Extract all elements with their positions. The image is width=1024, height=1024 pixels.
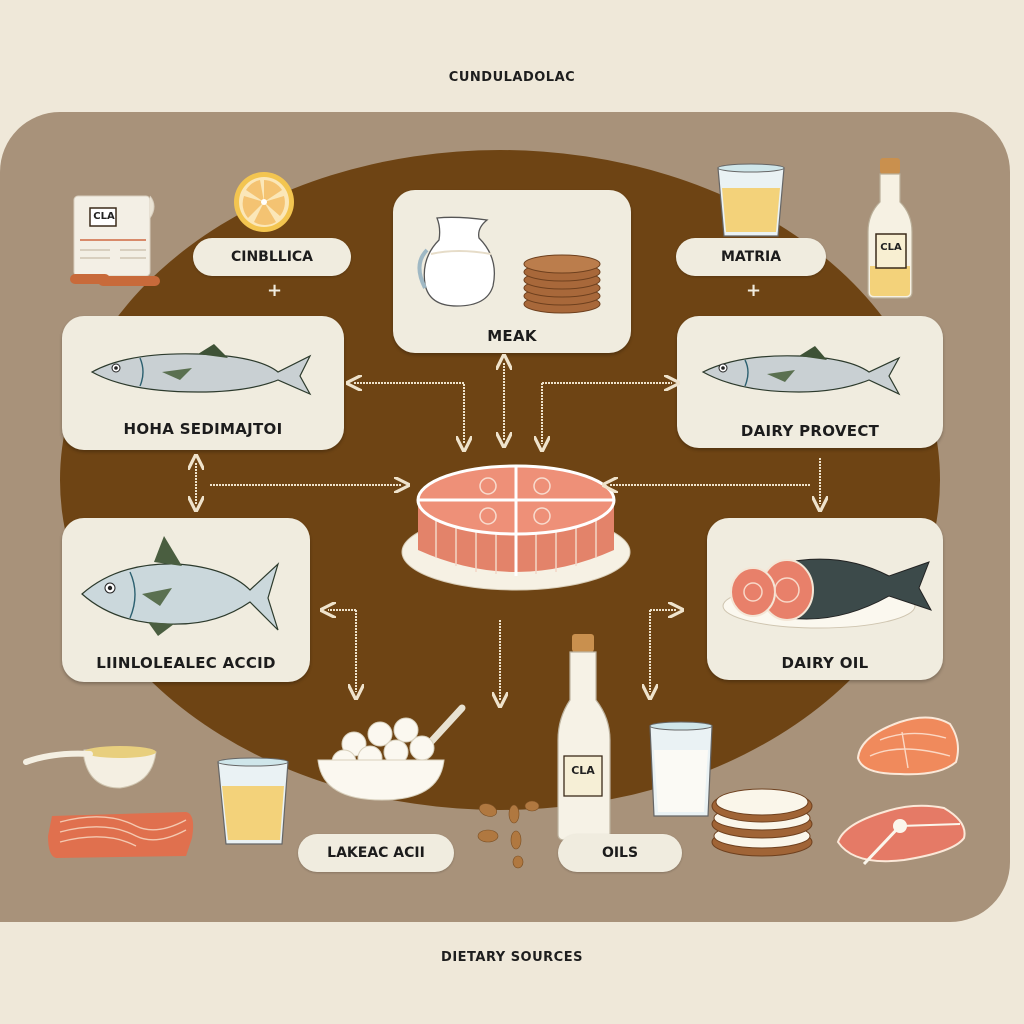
pill-oils: OILS [558,834,682,872]
diagram-title: CUNDULADOLAC [448,70,576,85]
card-meak: MEAK [393,190,631,353]
card-label: MEAK [487,327,537,345]
milk-glass-icon [649,721,713,817]
plus-sign-right: + [746,280,762,301]
pill-matria: MATRIA [676,238,826,276]
salmon-steak-icon [836,804,966,866]
card-label: HOHA SEDIMAJTOI [123,420,283,438]
cla-bottle-icon [557,634,611,841]
card-label: LIINLOLEALEC ACCID [96,654,276,672]
juice-glass-icon [217,757,289,845]
card-label: DAIRY PROVECT [740,422,880,440]
oil-bottle-icon [867,158,913,299]
document-cla-label: CLA [93,211,115,222]
pill-cinbllica: CINBLLICA [193,238,351,276]
plus-sign-left: + [267,280,283,301]
card-liinloleallec-accid: LIINLOLEALEC ACCID [62,518,310,682]
milk-jug-icon [417,216,496,307]
juice-glass-icon [717,163,785,237]
bottle-cla-label: CLA [880,242,902,253]
diagram-footer: DIETARY SOURCES [441,950,583,965]
fish-icon [81,536,280,636]
pill-lakeac-acii: LAKEAC ACII [298,834,454,872]
nuts-icon [477,800,540,869]
fish-icon [701,346,901,396]
bread-slices-icon [711,788,813,857]
cereal-bowl-icon [317,704,466,801]
salmon-steak-icon [856,716,959,776]
cookies-stack-icon [523,254,601,314]
cla-document-icon [70,195,160,286]
salmon-fish-plate-icon [722,558,933,629]
salmon-fillet-icon [48,812,194,858]
card-hoha-sedimajtoi: HOHA SEDIMAJTOI [62,316,344,450]
bottle-cla-label: CLA [571,764,595,777]
fish-icon [90,344,312,396]
lemon-slice-icon [234,172,294,232]
card-dairy-oil: DAIRY OIL [707,518,943,680]
bowl-with-spoon-icon [23,746,157,789]
card-dairy-provect: DAIRY PROVECT [677,316,943,448]
salmon-cake-icon [401,464,631,591]
card-label: DAIRY OIL [781,654,869,672]
